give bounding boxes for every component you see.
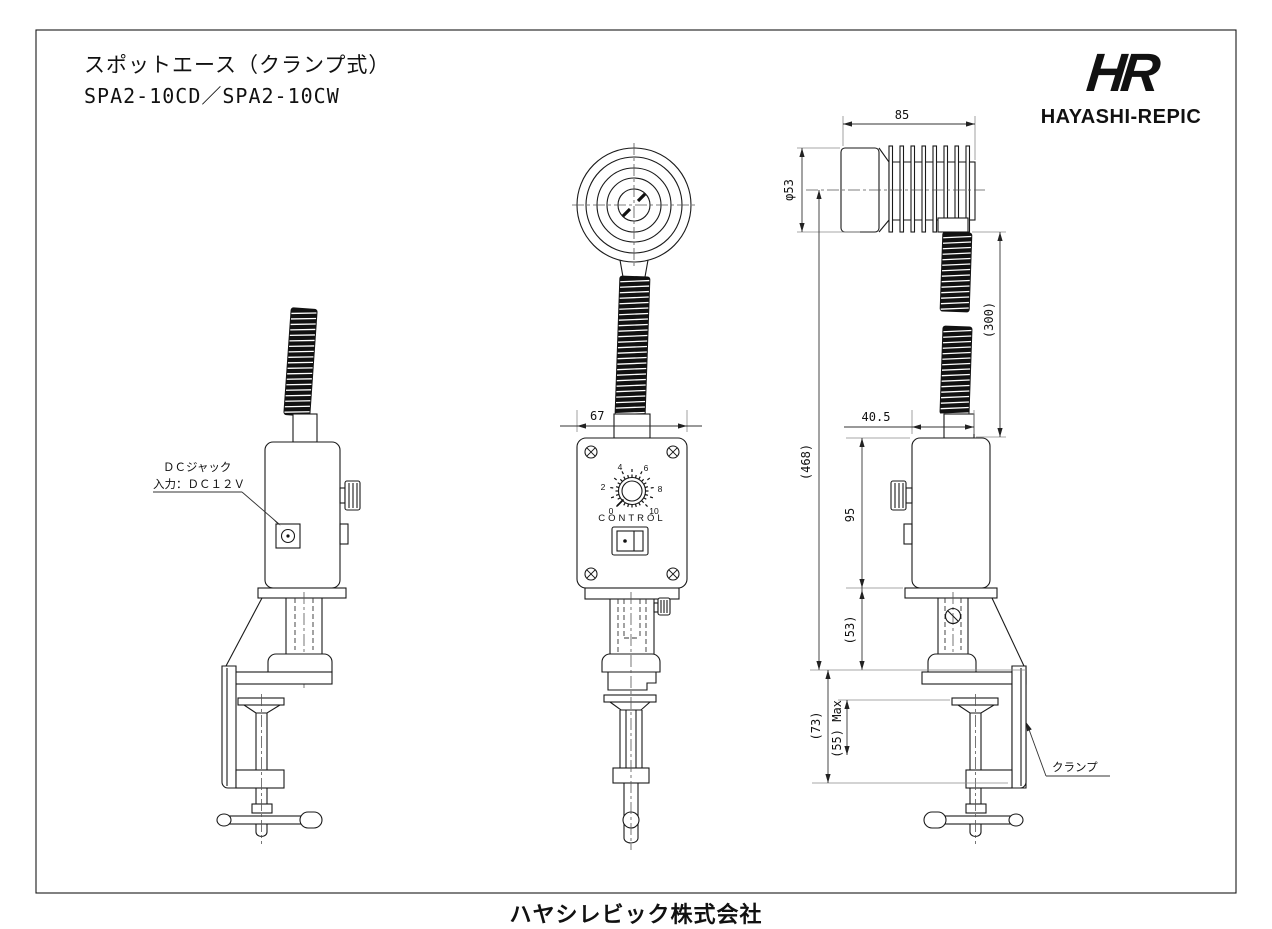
corner-screw xyxy=(584,567,598,581)
dim-box-width: 67 xyxy=(560,409,702,432)
svg-text:85: 85 xyxy=(895,108,909,122)
page-title: スポットエース（クランプ式） xyxy=(84,54,391,77)
dc-jack-label: ＤＣジャック 入力：ＤＣ１２Ｖ xyxy=(153,461,281,526)
svg-text:(53): (53) xyxy=(843,616,857,645)
gooseneck xyxy=(614,275,651,417)
logo-name: HAYASHI-REPIC xyxy=(1040,106,1202,128)
dial-tick-6: 6 xyxy=(644,463,649,473)
dc-jack xyxy=(275,523,301,549)
post-screw xyxy=(944,607,962,625)
dial-tick-8: 8 xyxy=(658,484,663,494)
svg-text:67: 67 xyxy=(590,409,604,423)
clamp xyxy=(921,597,1027,844)
model-number: SPA2-10CD／SPA2-10CW xyxy=(84,84,340,108)
box-base-plate xyxy=(904,587,998,599)
gooseneck xyxy=(939,231,973,313)
dim-box-offset: 40.5 xyxy=(844,410,975,434)
side-connector xyxy=(339,523,349,545)
corner-screw xyxy=(666,445,680,459)
leader-arrow xyxy=(1026,722,1032,732)
svg-text:クランプ: クランプ xyxy=(1052,761,1098,774)
left-side-view: ＤＣジャック 入力：ＤＣ１２Ｖ xyxy=(153,307,361,844)
gooseneck-sleeve xyxy=(292,413,318,443)
mounting-post xyxy=(927,592,977,673)
dial-tick-0: 0 xyxy=(609,506,614,516)
leader-arrow xyxy=(272,518,281,526)
dial-knob: 0 2 4 6 8 10 xyxy=(601,462,663,516)
corner-screw xyxy=(584,445,598,459)
right-side-view: クランプ 85 φ53 xyxy=(782,108,1110,844)
brightness-knob-side xyxy=(890,480,913,511)
front-view: 67 0 2 4 6 8 10 CONTROL xyxy=(560,143,702,850)
gooseneck xyxy=(283,307,318,417)
side-connector xyxy=(903,523,913,545)
lamp-head-face xyxy=(572,143,696,267)
t-handle xyxy=(937,815,1013,825)
drawing-border xyxy=(35,29,1237,894)
svg-text:(55) Max: (55) Max xyxy=(830,700,844,758)
t-handle xyxy=(227,815,307,825)
svg-text:(300): (300) xyxy=(982,302,996,338)
dial-tick-4: 4 xyxy=(618,462,623,472)
svg-text:(468): (468) xyxy=(799,444,813,480)
box-base-plate xyxy=(584,587,680,600)
knob-pointer xyxy=(616,498,625,507)
company-logo: HR HAYASHI-REPIC xyxy=(1016,43,1226,129)
dim-head-diameter: φ53 xyxy=(782,147,860,233)
box-base-plate xyxy=(257,587,347,599)
dim-clamp-opening: (55) Max xyxy=(830,700,850,758)
dim-post-height: (53) xyxy=(843,588,865,670)
corner-screw xyxy=(666,567,680,581)
post-thumbscrew xyxy=(653,597,671,616)
dial-tick-10: 10 xyxy=(649,506,659,516)
svg-text:(73): (73) xyxy=(809,712,823,741)
svg-text:入力：ＤＣ１２Ｖ: 入力：ＤＣ１２Ｖ xyxy=(153,478,245,491)
clamp-front xyxy=(603,592,657,850)
clamp xyxy=(216,597,333,844)
dim-head-length: 85 xyxy=(842,108,976,160)
svg-text:95: 95 xyxy=(843,508,857,522)
svg-text:40.5: 40.5 xyxy=(862,410,891,424)
dim-overall-height: (468) xyxy=(799,190,822,670)
title-block: スポットエース（クランプ式） SPA2-10CD／SPA2-10CW xyxy=(84,50,390,112)
control-box xyxy=(264,441,341,589)
clamp-screw xyxy=(923,694,1024,844)
clamp-screw xyxy=(216,694,323,844)
svg-text:ＤＣジャック: ＤＣジャック xyxy=(163,461,231,474)
lamp-filament xyxy=(636,192,647,203)
dial-tick-2: 2 xyxy=(601,482,606,492)
company-footer: ハヤシレビック株式会社 xyxy=(509,902,763,927)
control-box xyxy=(911,437,991,589)
clamp-label: クランプ xyxy=(1026,722,1110,777)
power-switch xyxy=(611,526,649,556)
dim-box-height: 95 xyxy=(843,437,910,589)
svg-text:φ53: φ53 xyxy=(782,179,796,201)
dim-gooseneck-length: (300) xyxy=(972,231,1006,438)
brightness-knob-side xyxy=(339,480,361,511)
gooseneck xyxy=(939,325,973,416)
dim-clamp-depth: (73) xyxy=(809,670,831,783)
control-label: CONTROL xyxy=(598,513,665,524)
mounting-post xyxy=(601,597,671,673)
gooseneck-connector xyxy=(937,217,969,233)
